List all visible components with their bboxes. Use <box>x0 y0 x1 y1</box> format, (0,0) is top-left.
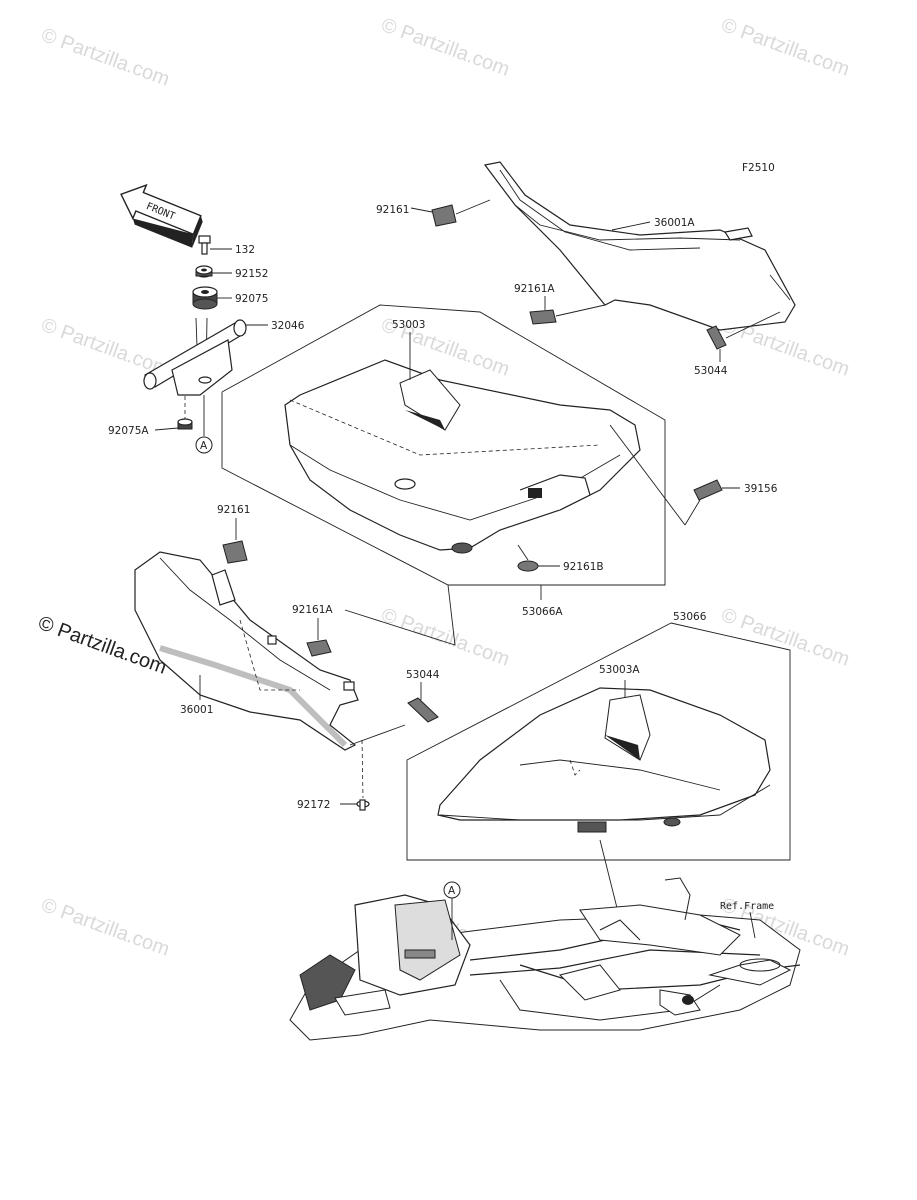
label-92161A-top: 92161A <box>514 283 555 295</box>
rear-frame: A Ref.Frame <box>289 877 801 1041</box>
watermark-text: © Partzilla.com <box>718 14 852 81</box>
bracket-32046: 32046 <box>143 317 305 396</box>
side-cover-36001A: 36001A <box>483 161 796 331</box>
label-36001: 36001 <box>180 704 213 716</box>
ref-frame-label: Ref.Frame <box>720 901 774 912</box>
label-36001A: 36001A <box>654 217 695 229</box>
label-32046: 32046 <box>271 320 305 332</box>
label-132: 132 <box>235 244 255 256</box>
label-53066A: 53066A <box>522 606 563 618</box>
tube-53044-top: 53044 <box>694 311 781 377</box>
label-92161-left: 92161 <box>217 504 250 516</box>
diagram-code: F2510 <box>742 162 775 174</box>
label-92152: 92152 <box>235 268 268 280</box>
label-92161B: 92161B <box>563 561 604 573</box>
bolt-132: 132 <box>198 235 255 256</box>
label-92161-top: 92161 <box>376 204 409 216</box>
ref-a-label: A <box>448 885 456 897</box>
label-53044-top: 53044 <box>694 365 728 377</box>
assembly-outline-53066A <box>221 304 666 586</box>
tube-53044-mid: 53044 <box>406 669 440 723</box>
side-cover-36001: 36001 <box>134 551 359 751</box>
screw-92172: 92172 <box>297 739 370 811</box>
label-53003: 53003 <box>392 319 425 331</box>
ref-a-marker <box>443 881 461 899</box>
grommet-92075: 92075 <box>192 286 268 310</box>
ref-a-label: A <box>200 440 208 452</box>
label-53003A: 53003A <box>599 664 640 676</box>
seat-53003A: 53003A <box>437 664 771 833</box>
seat-53003: 53003 <box>284 319 641 554</box>
watermark-text: © Partzilla.com <box>378 604 512 671</box>
label-92172: 92172 <box>297 799 330 811</box>
front-arrow-icon: FRONT <box>120 183 203 248</box>
label-92161A-left: 92161A <box>292 604 333 616</box>
watermark-text: © Partzilla.com <box>38 24 172 91</box>
watermark-text: © Partzilla.com <box>378 14 512 81</box>
grommet-92075A: 92075A <box>108 396 193 437</box>
washer-92152: 92152 <box>195 265 268 280</box>
pad-92161A-left: 92161A <box>292 604 333 657</box>
watermark-text: © Partzilla.com <box>718 604 852 671</box>
label-92075: 92075 <box>235 293 268 305</box>
pad-92161-top: 92161 <box>376 199 491 227</box>
pad-92161-left: 92161 <box>217 504 250 564</box>
ref-a-marker <box>195 436 213 454</box>
pad-92161A-top: 92161A <box>514 283 606 325</box>
assembly-outline-53066 <box>406 622 791 861</box>
clip-39156: 39156 <box>609 424 778 526</box>
label-53044-mid: 53044 <box>406 669 440 681</box>
assembly-link-line <box>344 584 456 646</box>
label-39156: 39156 <box>744 483 778 495</box>
pad-92161B: 92161B <box>517 544 604 573</box>
label-92075A: 92075A <box>108 425 149 437</box>
label-53066: 53066 <box>673 611 707 623</box>
watermark-text: © Partzilla.com <box>38 894 172 961</box>
